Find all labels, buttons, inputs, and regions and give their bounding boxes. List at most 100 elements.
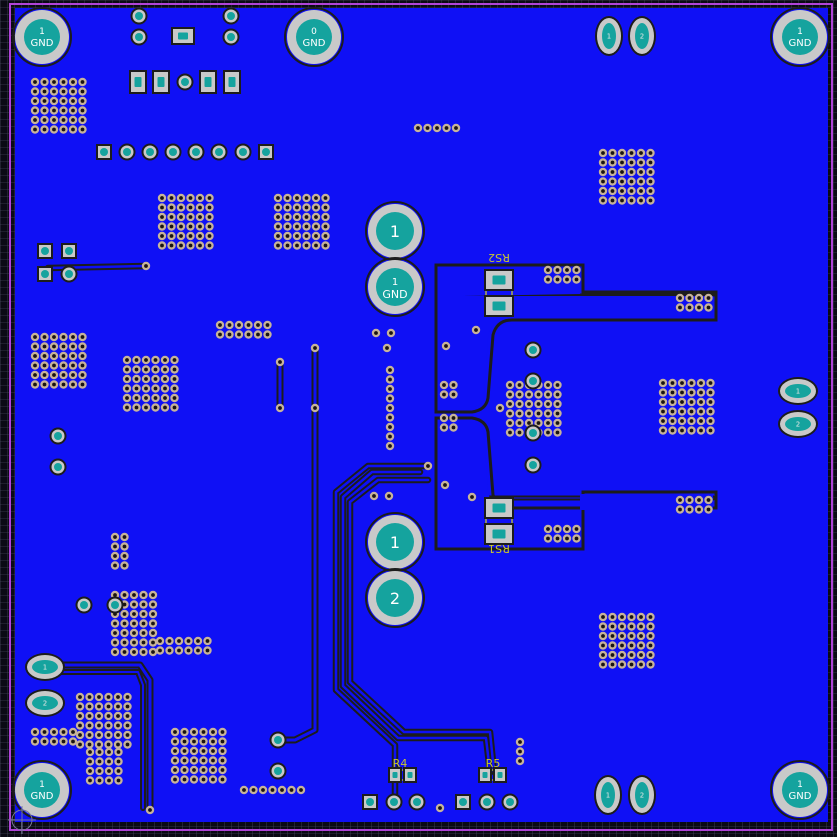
via — [129, 628, 139, 638]
via — [696, 388, 706, 397]
smd-pad — [223, 70, 241, 94]
via — [696, 426, 706, 435]
via — [195, 212, 205, 222]
via — [59, 332, 68, 342]
via — [283, 212, 292, 222]
via — [199, 756, 208, 765]
via — [68, 361, 78, 370]
trace — [334, 464, 430, 802]
mounting-hole — [12, 7, 72, 67]
through-hole-pad — [269, 762, 287, 780]
via — [167, 203, 176, 212]
via — [608, 158, 617, 167]
via — [205, 222, 214, 231]
via — [132, 403, 141, 412]
via — [668, 407, 677, 416]
via — [114, 747, 123, 757]
via — [186, 193, 195, 203]
via — [646, 167, 655, 177]
via — [515, 756, 525, 766]
via — [244, 320, 253, 330]
via — [68, 351, 78, 361]
via — [598, 167, 608, 177]
power-pad — [365, 201, 425, 261]
via — [553, 418, 562, 428]
via — [184, 646, 193, 655]
via — [617, 177, 627, 186]
via — [170, 403, 179, 412]
via — [199, 737, 208, 746]
via — [694, 303, 704, 312]
via — [275, 403, 285, 413]
via — [49, 342, 59, 351]
via — [123, 711, 132, 721]
pad-number: 2 — [796, 421, 800, 429]
via — [110, 542, 120, 551]
via — [311, 241, 321, 250]
via — [646, 631, 655, 641]
via — [141, 384, 151, 393]
via — [180, 756, 189, 765]
via — [208, 727, 218, 737]
via — [176, 203, 186, 212]
via — [608, 186, 617, 196]
via — [160, 374, 170, 384]
via — [321, 231, 330, 241]
via — [321, 193, 330, 203]
through-hole-pad — [524, 341, 542, 359]
via — [123, 721, 132, 730]
via — [129, 647, 139, 657]
via — [151, 374, 160, 384]
via — [123, 730, 132, 740]
via — [113, 702, 123, 711]
via — [49, 106, 59, 115]
via — [310, 403, 320, 413]
trace — [348, 478, 496, 774]
via — [85, 721, 94, 730]
via — [321, 212, 330, 222]
via — [208, 775, 218, 784]
via — [687, 416, 696, 426]
via — [170, 775, 180, 784]
via — [123, 740, 132, 749]
through-hole-pad — [176, 73, 194, 91]
via — [132, 384, 141, 393]
via — [646, 148, 655, 158]
via — [239, 785, 249, 795]
via — [505, 428, 515, 437]
via — [176, 231, 186, 241]
via — [311, 203, 321, 212]
hole-net-name: GND — [303, 38, 326, 49]
via — [449, 380, 458, 390]
via — [524, 390, 534, 399]
via — [636, 650, 646, 660]
via — [186, 231, 195, 241]
via — [562, 275, 572, 284]
via — [617, 631, 627, 641]
via — [687, 407, 696, 416]
via — [385, 441, 395, 451]
via — [553, 380, 562, 390]
via — [40, 332, 49, 342]
via — [68, 737, 78, 746]
via — [617, 158, 627, 167]
via — [685, 293, 694, 303]
via — [598, 650, 608, 660]
via — [94, 711, 104, 721]
via — [287, 785, 296, 795]
through-hole-pad — [75, 596, 93, 614]
via — [151, 365, 160, 374]
via — [451, 123, 461, 133]
via — [120, 590, 129, 600]
via — [170, 393, 179, 403]
via — [495, 403, 505, 413]
via — [598, 196, 608, 205]
mounting-hole — [770, 7, 830, 67]
via — [598, 660, 608, 669]
via — [249, 785, 258, 795]
via — [263, 330, 272, 339]
via — [30, 342, 40, 351]
via — [78, 370, 87, 380]
via — [440, 480, 450, 490]
via — [95, 747, 104, 757]
